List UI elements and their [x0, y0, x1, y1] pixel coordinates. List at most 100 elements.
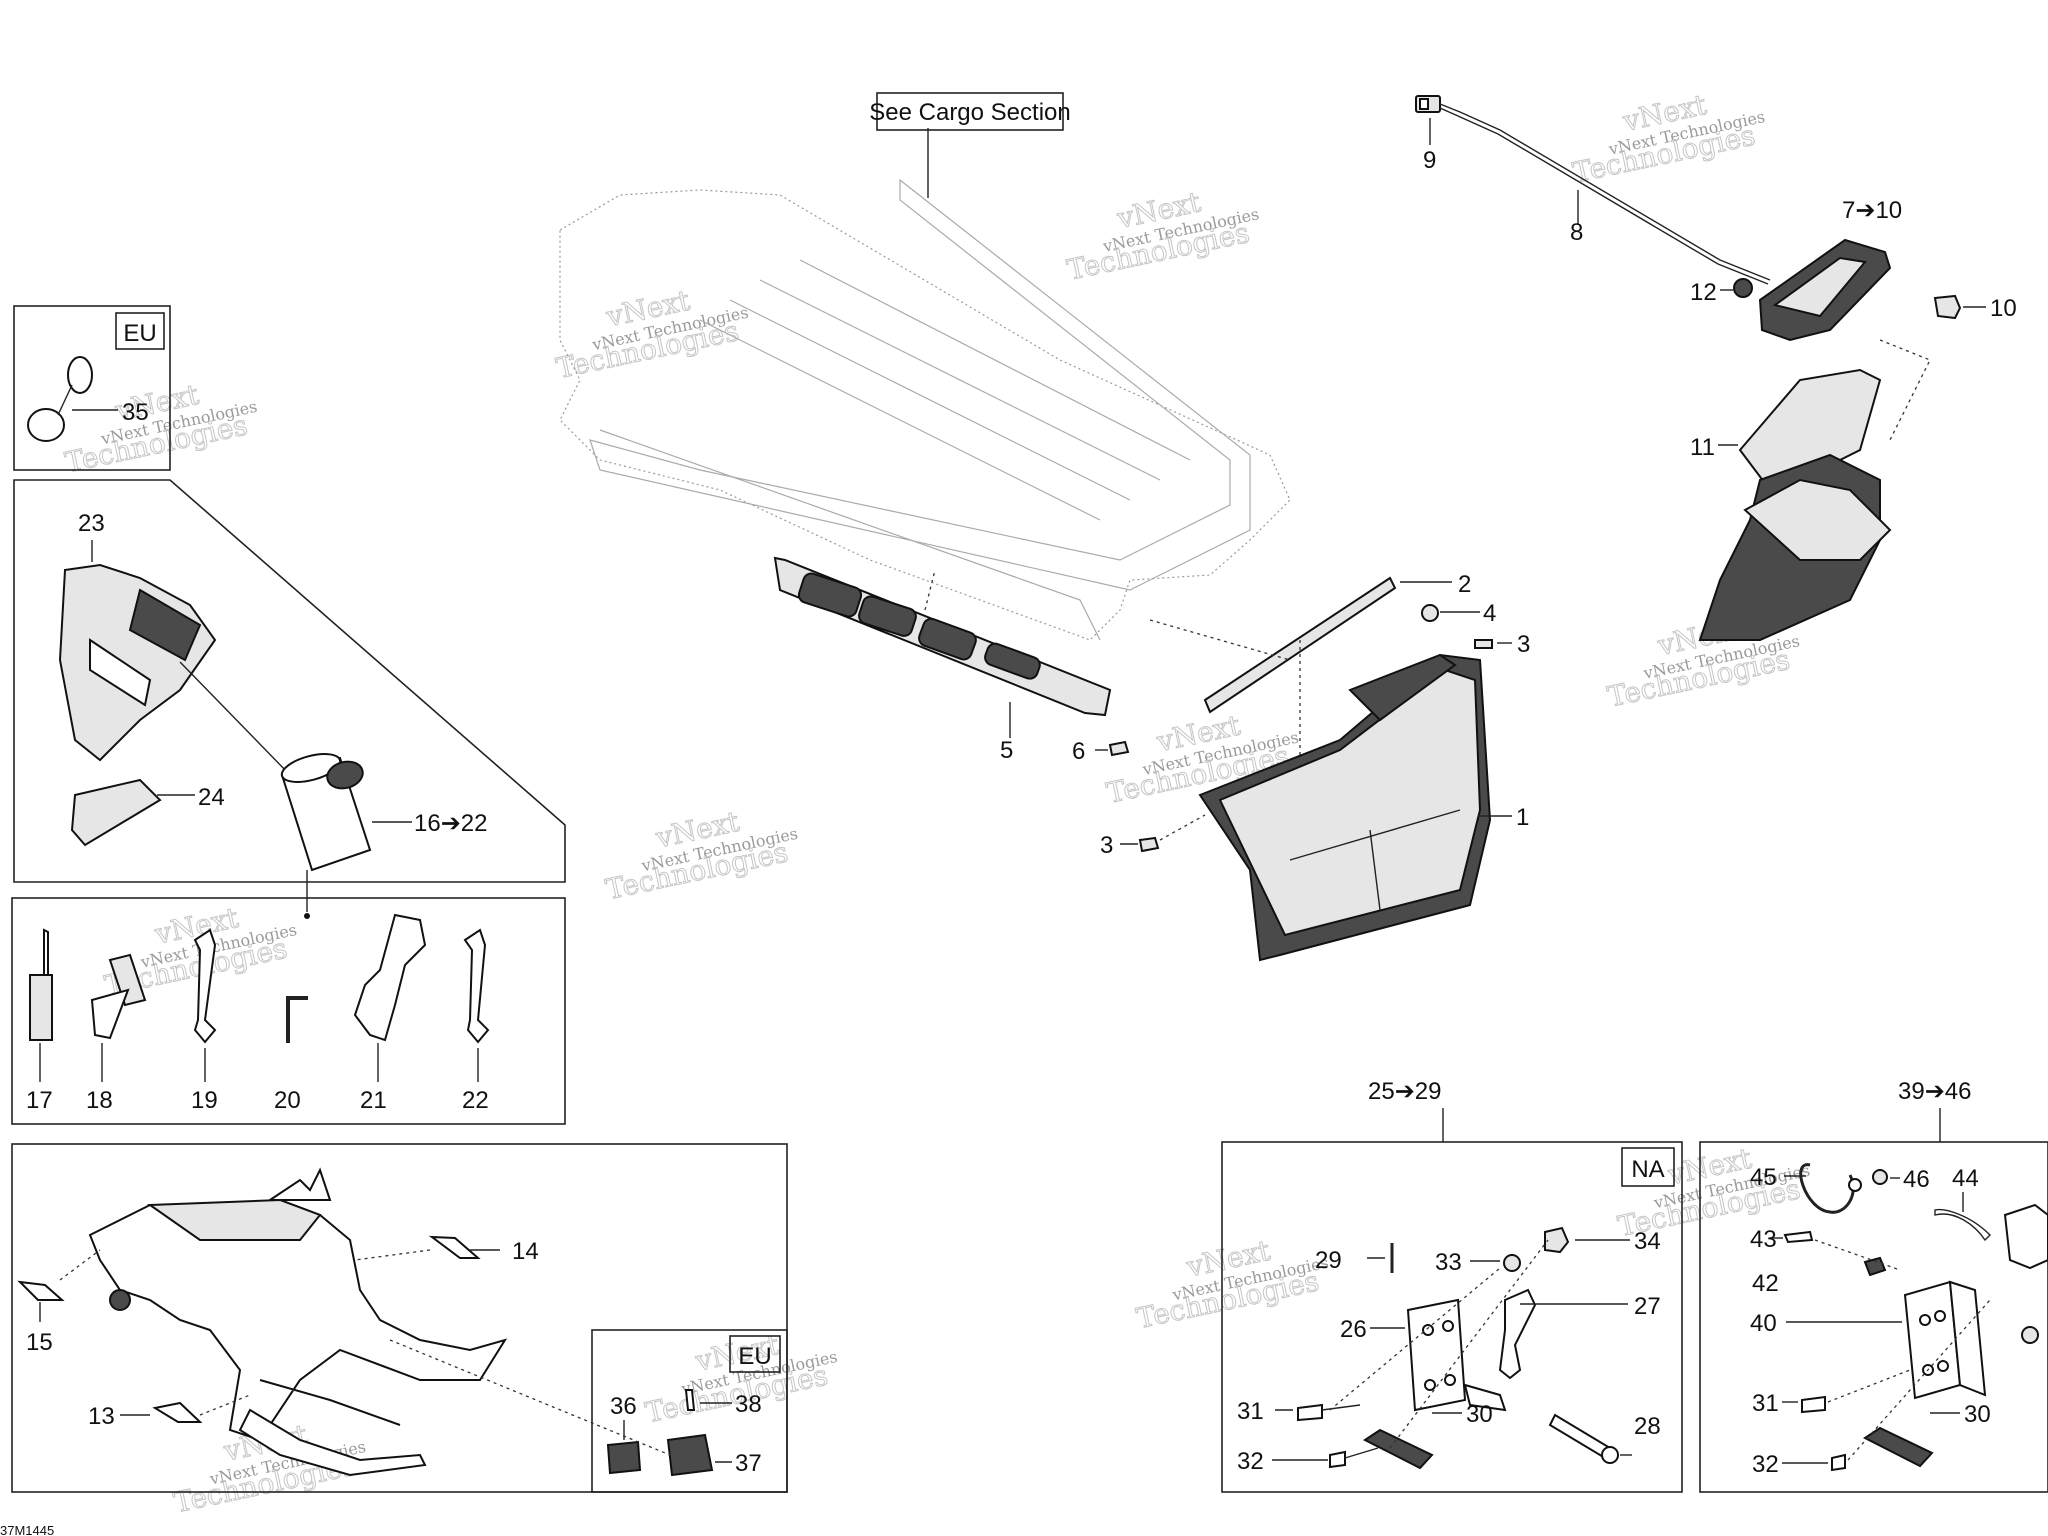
part-13-decal — [152, 1401, 203, 1423]
label-45: 45 — [1750, 1164, 1777, 1191]
label-22: 22 — [462, 1087, 489, 1114]
label-4: 4 — [1483, 600, 1496, 627]
eu-bracket-box — [1699, 1141, 2048, 1493]
part-3-screw-top — [1474, 639, 1493, 649]
part-31-bolt-na — [1297, 1403, 1323, 1422]
label-7-10: 7➔10 — [1842, 197, 1902, 224]
label-37: 37 — [735, 1450, 762, 1477]
part-21-spanner — [353, 913, 427, 1042]
part-26-bracket — [1406, 1298, 1507, 1412]
part-1-snow-flap — [1198, 653, 1492, 962]
label-25-29: 25➔29 — [1368, 1078, 1442, 1105]
snowmobile-box — [11, 1143, 788, 1493]
eu-tag-reflector — [729, 1335, 781, 1373]
label-16-22: 16➔22 — [414, 810, 488, 837]
tools-row-box — [11, 897, 566, 1125]
part-7-tail-light — [1758, 238, 1892, 342]
label-18: 18 — [86, 1087, 113, 1114]
label-9: 9 — [1423, 147, 1436, 174]
label-29: 29 — [1315, 1247, 1342, 1274]
part-12-grommet — [1733, 278, 1753, 298]
label-32b: 32 — [1752, 1451, 1779, 1478]
part-4-washer — [1421, 604, 1439, 622]
label-39-46: 39➔46 — [1898, 1078, 1972, 1105]
label-33: 33 — [1435, 1249, 1462, 1276]
label-43: 43 — [1750, 1226, 1777, 1253]
label-28: 28 — [1634, 1413, 1661, 1440]
part-24-strap — [70, 778, 162, 847]
part-9-connector — [1415, 95, 1441, 113]
label-20: 20 — [274, 1087, 301, 1114]
label-46: 46 — [1903, 1166, 1930, 1193]
part-22-wrench — [463, 928, 490, 1044]
part-46-nut — [1872, 1169, 1888, 1185]
label-31a: 31 — [1237, 1398, 1264, 1425]
label-30a: 30 — [1466, 1401, 1493, 1428]
part-35-mirror — [27, 356, 93, 442]
part-33-nut — [1503, 1254, 1521, 1272]
part-17-screwdriver — [29, 928, 53, 1041]
part-40-bracket — [1903, 1280, 1987, 1400]
label-35: 35 — [122, 399, 149, 426]
part-18-socket — [90, 953, 147, 1040]
part-34-cap — [1544, 1226, 1570, 1254]
label-5: 5 — [1000, 737, 1013, 764]
cargo-callout-text: See Cargo Section — [869, 99, 1070, 126]
svg-text:EU: EU — [738, 1343, 771, 1370]
label-15: 15 — [26, 1329, 53, 1356]
label-17: 17 — [26, 1087, 53, 1114]
part-45-cable — [1799, 1163, 1855, 1214]
part-11-tail-light-housing — [1698, 368, 1892, 641]
part-31-bolt-eu — [1801, 1395, 1826, 1414]
label-6: 6 — [1072, 738, 1085, 765]
part-16-22-tool-kit — [280, 753, 372, 872]
part-14-decal — [428, 1235, 481, 1259]
eu-reflector-box — [591, 1329, 788, 1493]
cargo-callout-box — [876, 92, 1064, 131]
na-tag — [1621, 1147, 1675, 1187]
cargo-rack-ghost — [559, 178, 1291, 641]
part-42-nut — [1863, 1256, 1887, 1277]
label-3b: 3 — [1100, 832, 1113, 859]
label-26: 26 — [1340, 1316, 1367, 1343]
svg-text:NA: NA — [1631, 1156, 1664, 1183]
part-8-wire-harness — [1439, 103, 1771, 285]
label-3a: 3 — [1517, 631, 1530, 658]
part-3-screw-side — [1138, 836, 1160, 853]
part-41-bracket-edge — [2003, 1203, 2048, 1270]
label-1: 1 — [1516, 804, 1529, 831]
label-31b: 31 — [1752, 1390, 1779, 1417]
label-44: 44 — [1952, 1165, 1979, 1192]
label-27: 27 — [1634, 1293, 1661, 1320]
na-bracket-box — [1221, 1141, 1683, 1493]
part-2-bar — [1203, 576, 1397, 714]
part-28-bolt — [1548, 1413, 1612, 1460]
label-8: 8 — [1570, 219, 1583, 246]
svg-text:EU: EU — [123, 320, 156, 347]
drawing-number: 37M1445 — [0, 1523, 54, 1536]
toolkit-box — [13, 479, 566, 883]
label-11: 11 — [1690, 434, 1715, 461]
label-12: 12 — [1690, 279, 1717, 306]
label-38: 38 — [735, 1391, 762, 1418]
label-42: 42 — [1752, 1270, 1779, 1297]
label-40: 40 — [1750, 1310, 1777, 1337]
part-27-clip — [1498, 1288, 1537, 1380]
part-38-screw — [684, 1389, 696, 1411]
label-32a: 32 — [1237, 1448, 1264, 1475]
part-19-wrench — [193, 928, 217, 1044]
label-13: 13 — [88, 1403, 115, 1430]
part-6-screw — [1108, 740, 1130, 757]
part-5-side-panel — [773, 556, 1112, 717]
part-43-screw — [1783, 1230, 1814, 1244]
label-21: 21 — [360, 1087, 387, 1114]
label-30b: 30 — [1964, 1401, 1991, 1428]
label-24: 24 — [198, 784, 225, 811]
part-30-reflector-na — [1363, 1428, 1434, 1470]
part-44-pin — [1934, 1208, 1991, 1242]
eu-tag-mirror — [115, 312, 165, 350]
label-36: 36 — [610, 1393, 637, 1420]
part-30-reflector-eu — [1863, 1426, 1934, 1468]
label-14: 14 — [512, 1238, 539, 1265]
